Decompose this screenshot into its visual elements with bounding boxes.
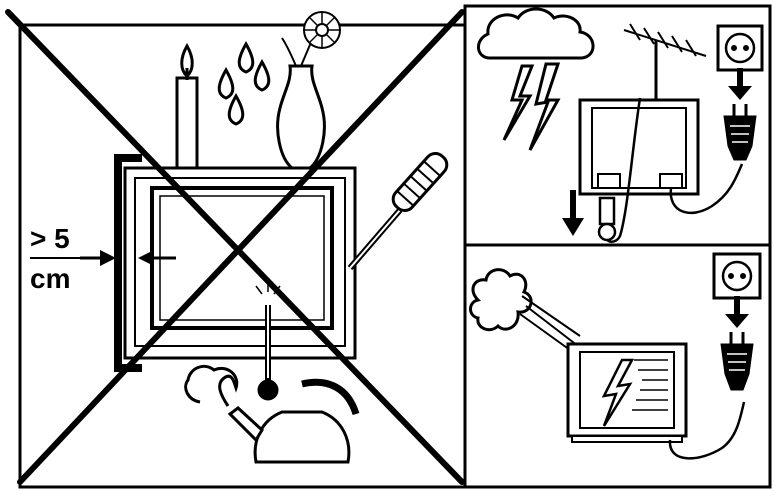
mains-cable-bottom [668, 401, 746, 460]
unplug-arrow-icon-bottom [725, 296, 749, 328]
steam-cloud-icon [469, 268, 533, 332]
left-panel: > 5 cm [5, 9, 465, 485]
left-arrow-icon [138, 250, 176, 266]
plug-icon [723, 104, 757, 161]
mains-cable [669, 163, 744, 215]
wall-socket-icon-bottom [712, 252, 762, 300]
right-arrow-icon [80, 250, 116, 266]
water-drops-icon [217, 40, 271, 126]
clearance-indicator: > 5 cm [30, 223, 176, 294]
right-bottom-panel-frame [463, 243, 772, 489]
small-television-icon [566, 342, 688, 443]
vase-with-flower-icon [276, 11, 341, 170]
kettle-icon [184, 364, 360, 464]
wall-socket-icon [716, 24, 764, 72]
antenna-icon [623, 23, 707, 100]
right-top-panel [477, 7, 764, 243]
unplug-arrow-icon [728, 68, 752, 100]
lightning-bolt-icon [502, 62, 561, 151]
antenna-cable-plug-icon [597, 97, 642, 243]
steam-jet-icon [519, 295, 581, 351]
cloud-icon [477, 7, 595, 60]
right-bottom-panel [469, 252, 762, 460]
screwdriver-icon [347, 151, 449, 270]
down-arrow-icon [562, 190, 584, 236]
clearance-label-value: > 5 [30, 223, 70, 254]
plug-icon-bottom [720, 332, 754, 391]
thermometer-icon [255, 282, 281, 401]
moisture-flash-icon [601, 358, 668, 427]
panel-frames [18, 4, 772, 489]
clearance-label-unit: cm [30, 263, 70, 294]
tv-rear-icon [578, 98, 700, 196]
candle-icon [175, 43, 199, 172]
prohibition-cross [5, 9, 465, 485]
